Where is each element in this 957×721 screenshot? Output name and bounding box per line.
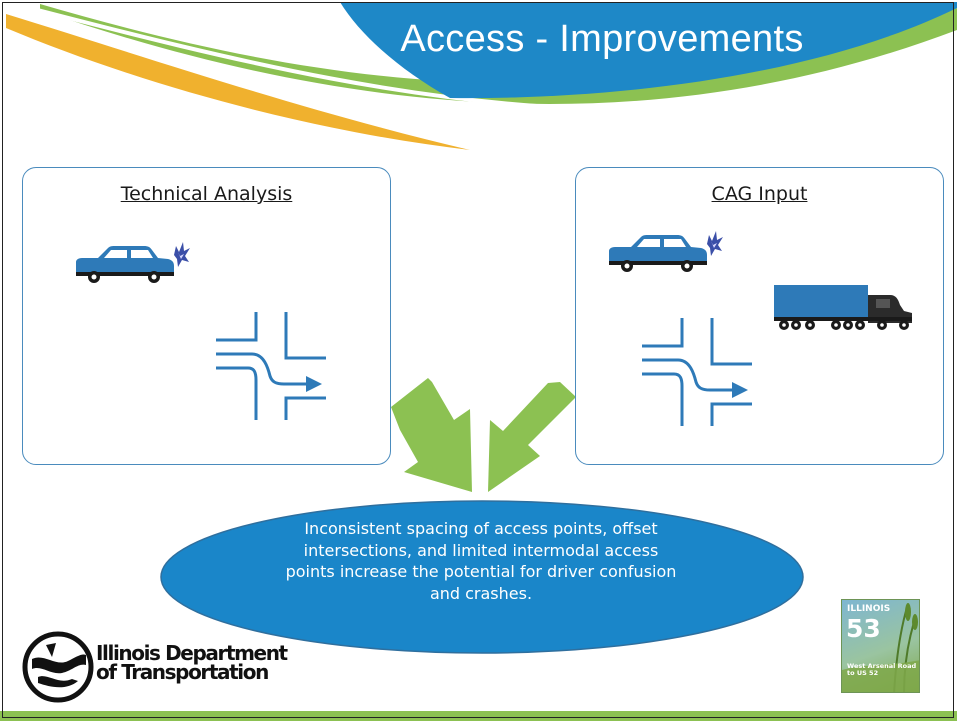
- blue-swoosh: [340, 2, 957, 99]
- cag-input-heading: CAG Input: [711, 183, 808, 205]
- footer-bar: [0, 711, 957, 721]
- route-53-badge: ILLINOIS 53 West Arsenal Road to US 52: [841, 599, 920, 693]
- badge-state: ILLINOIS: [847, 604, 891, 614]
- conclusion-ellipse: [160, 500, 804, 654]
- offset-intersection-icon: [642, 318, 752, 426]
- white-swoosh-line: [29, 6, 641, 112]
- offset-intersection-icon: [216, 312, 326, 420]
- green-swoosh: [40, 4, 957, 105]
- logo-line-2: of Transportation: [96, 660, 269, 684]
- slide-title: Access - Improvements: [400, 18, 804, 60]
- idot-logo-text: Illinois Department of Transportation: [96, 641, 288, 684]
- truck-icon: [774, 285, 912, 330]
- technical-analysis-panel: Technical Analysis: [22, 167, 391, 465]
- right-arrow-icon: [488, 382, 576, 492]
- header-swoosh: [6, 2, 957, 150]
- idot-logo-icon: [22, 631, 94, 703]
- badge-subtitle: West Arsenal Road to US 52: [847, 662, 917, 677]
- badge-route-number: 53: [846, 614, 881, 643]
- technical-analysis-heading: Technical Analysis: [120, 183, 293, 205]
- conclusion-text: Inconsistent spacing of access points, o…: [285, 519, 677, 603]
- car-crash-icon: [76, 242, 190, 283]
- grass-icon: [842, 603, 919, 692]
- car-crash-icon: [609, 231, 723, 272]
- logo-line-1: Illinois Department: [96, 641, 288, 665]
- left-arrow-icon: [391, 378, 472, 492]
